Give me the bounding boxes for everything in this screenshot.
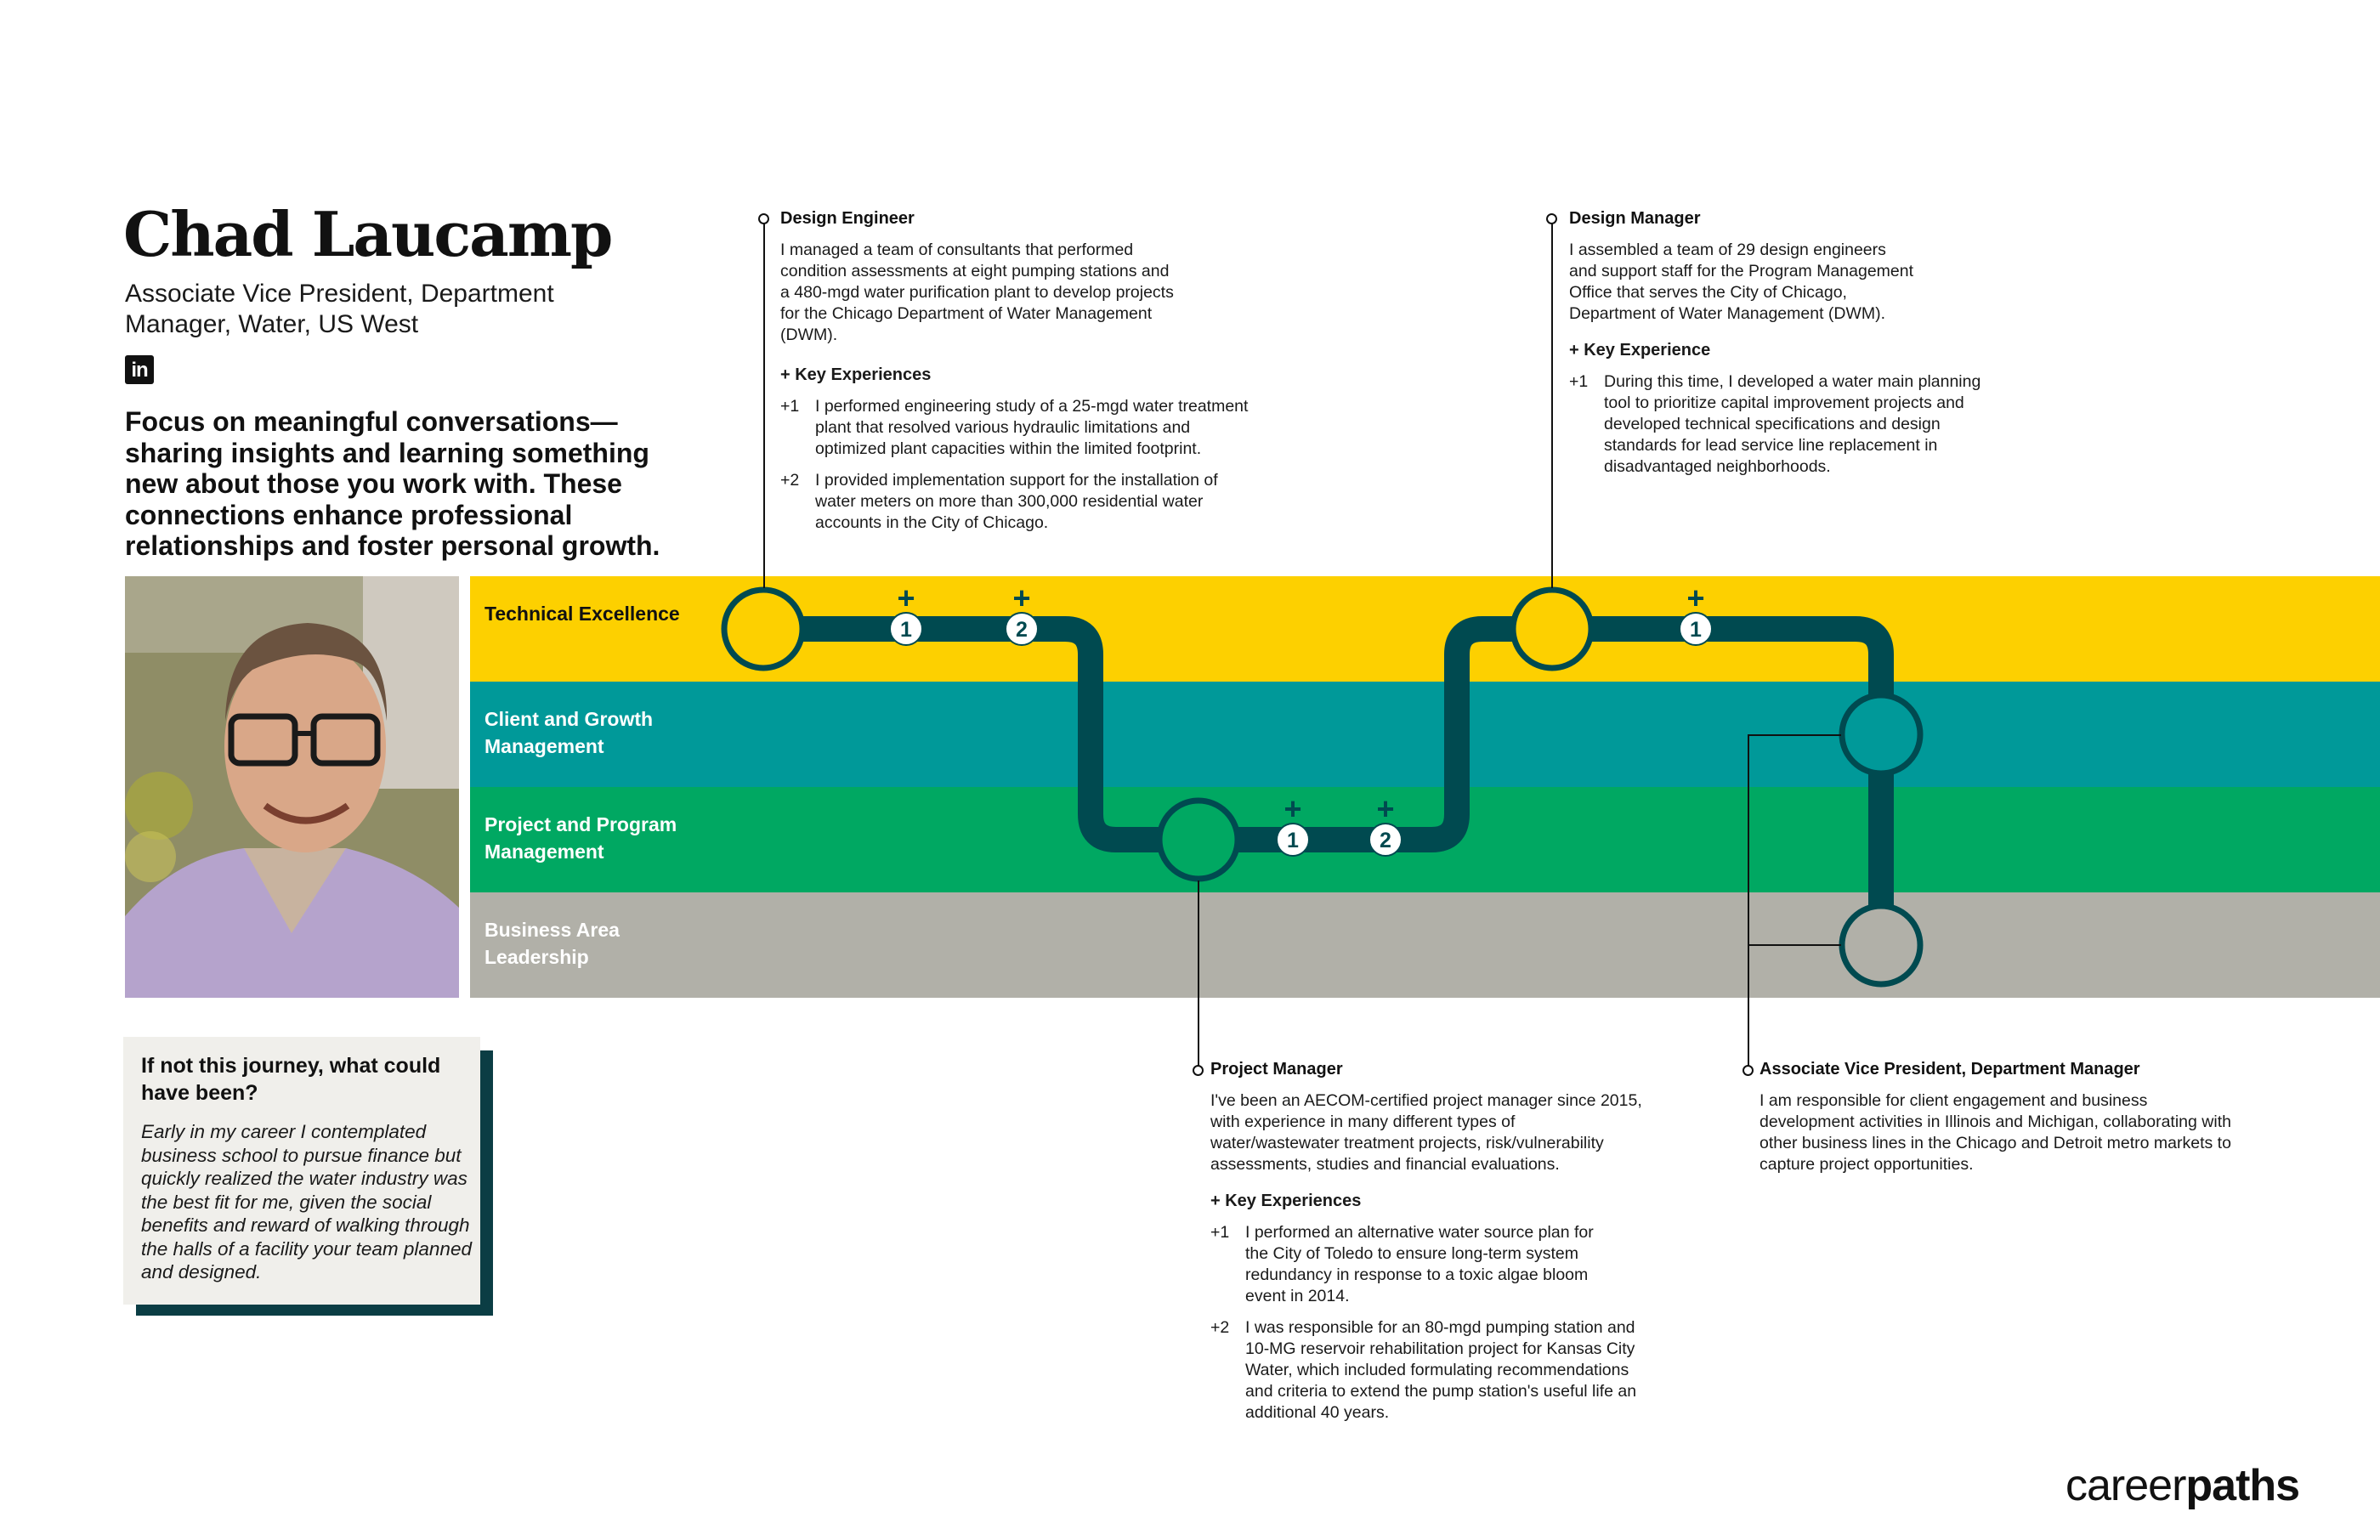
pin-project-manager bbox=[1193, 1065, 1204, 1076]
entry-design-manager: Design Manager I assembled a team of 29 … bbox=[1569, 207, 1994, 478]
experience-marker bbox=[1005, 612, 1039, 646]
experience-marker bbox=[1679, 612, 1713, 646]
experience-marker-number: 2 bbox=[1016, 618, 1028, 642]
experience-marker bbox=[1368, 823, 1402, 857]
connector-line-design-engineer bbox=[763, 218, 765, 588]
node-associate-vice-president-department-manager bbox=[1839, 903, 1924, 988]
key-experience-item: +1 During this time, I developed a water… bbox=[1569, 372, 1981, 476]
plus-icon: + bbox=[1284, 791, 1301, 826]
entry-title: Associate Vice President, Department Man… bbox=[1760, 1060, 2140, 1079]
connector-branch-leadership bbox=[1748, 944, 1841, 946]
connector-line-avp bbox=[1748, 734, 1749, 1069]
plus-icon: + bbox=[1012, 580, 1030, 615]
band-label: Project and Program Management bbox=[484, 813, 677, 863]
experience-marker bbox=[889, 612, 923, 646]
entry-avp: Associate Vice President, Department Man… bbox=[1760, 1058, 2236, 1175]
key-experience-item: +1 I performed an alternative water sour… bbox=[1210, 1223, 1594, 1305]
node-design-manager bbox=[1510, 586, 1595, 671]
entry-title: Project Manager bbox=[1210, 1060, 1343, 1079]
entry-description: I am responsible for client engagement a… bbox=[1760, 1091, 2231, 1174]
experience-marker-number: 1 bbox=[900, 618, 912, 642]
node-associate-vice-president-department-manager bbox=[1839, 692, 1924, 777]
connector-line-design-manager bbox=[1551, 218, 1553, 588]
entry-title: Design Manager bbox=[1569, 209, 1701, 228]
key-experience-item: +2 I provided implementation support for… bbox=[780, 471, 1218, 532]
key-experiences-heading: + Key Experiences bbox=[1210, 1192, 1362, 1210]
quote-text: Focus on meaningful conversations—sharin… bbox=[125, 406, 660, 561]
connector-line-project-manager bbox=[1198, 880, 1199, 1069]
experience-marker-number: 2 bbox=[1380, 829, 1391, 852]
portrait-illustration bbox=[125, 576, 459, 998]
entry-description: I managed a team of consultants that per… bbox=[780, 241, 1174, 344]
experience-marker bbox=[1276, 823, 1310, 857]
entry-title: Design Engineer bbox=[780, 209, 915, 228]
plus-icon: + bbox=[897, 580, 915, 615]
band-business-area-leadership: Business Area Leadership bbox=[470, 892, 2380, 998]
pin-avp bbox=[1742, 1065, 1754, 1076]
key-experiences-heading: + Key Experience bbox=[1569, 341, 1711, 360]
experience-marker-number: 1 bbox=[1287, 829, 1299, 852]
entry-description: I've been an AECOM-certified project man… bbox=[1210, 1091, 1642, 1174]
node-project-manager bbox=[1156, 797, 1241, 882]
node-design-engineer bbox=[721, 586, 806, 671]
card-body: Early in my career I contemplated busine… bbox=[141, 1121, 472, 1282]
careerpaths-logo: careerpaths bbox=[2066, 1461, 2300, 1510]
key-experience-item: +2 I was responsible for an 80-mgd pumpi… bbox=[1210, 1318, 1637, 1422]
pin-design-manager bbox=[1546, 213, 1557, 224]
band-label: Business Area Leadership bbox=[484, 919, 620, 968]
entry-project-manager: Project Manager I've been an AECOM-certi… bbox=[1210, 1058, 1652, 1424]
key-experience-item: +1 I performed engineering study of a 25… bbox=[780, 397, 1249, 458]
entry-design-engineer: Design Engineer I managed a team of cons… bbox=[780, 207, 1256, 534]
person-name: Chad Laucamp bbox=[123, 198, 613, 270]
connector-branch-client bbox=[1748, 734, 1841, 736]
key-experiences-heading: + Key Experiences bbox=[780, 365, 932, 384]
person-title: Associate Vice President, Department Man… bbox=[125, 280, 554, 338]
linkedin-icon[interactable]: in bbox=[125, 355, 154, 384]
path-line bbox=[763, 616, 1894, 945]
plus-icon: + bbox=[1376, 791, 1394, 826]
pin-design-engineer bbox=[758, 213, 769, 224]
band-label: Client and Growth Management bbox=[484, 708, 654, 757]
profile-photo bbox=[125, 576, 459, 998]
band-label: Technical Excellence bbox=[484, 603, 680, 625]
alternate-path-card: If not this journey, what could have bee… bbox=[123, 1037, 480, 1305]
experience-marker-number: 1 bbox=[1690, 618, 1702, 642]
plus-icon: + bbox=[1686, 580, 1704, 615]
entry-description: I assembled a team of 29 design engineer… bbox=[1569, 241, 1914, 323]
card-title: If not this journey, what could have bee… bbox=[141, 1054, 441, 1105]
band-client-and-growth-management: Client and Growth Management bbox=[470, 682, 2380, 787]
